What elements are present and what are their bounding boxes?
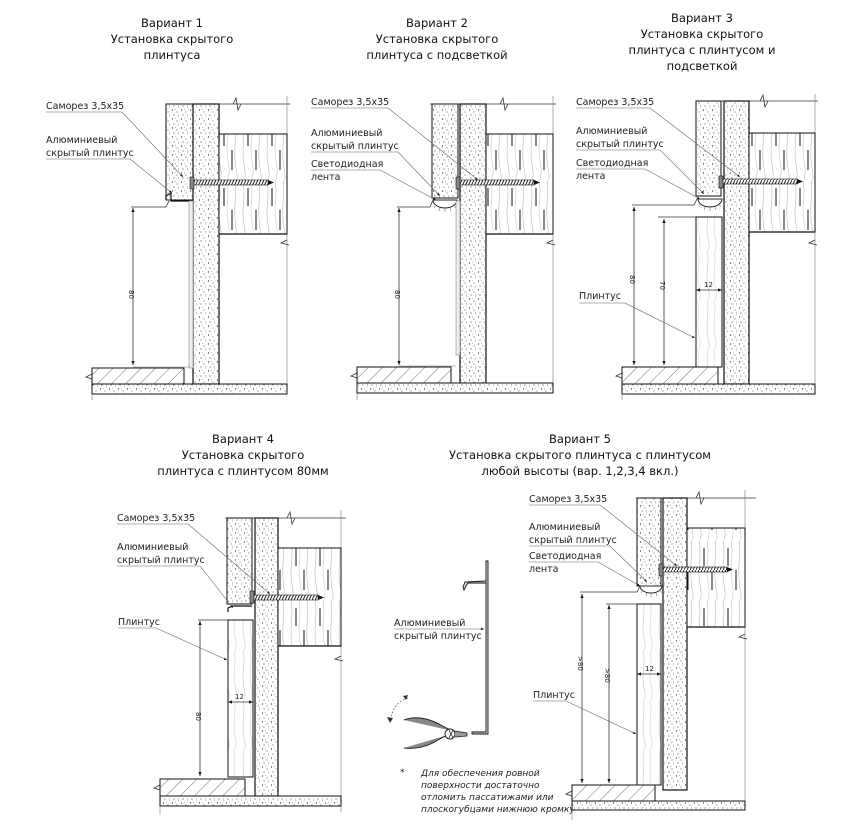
variant-3-label-led-line-2: лента — [576, 171, 605, 182]
variant-5-led-strip — [639, 585, 663, 594]
variant-3-label-led-line-1: Светодиодная — [576, 158, 648, 169]
variant-5-label-screw: Саморез 3,5x35 — [529, 494, 607, 505]
variant-4-skirting-board — [227, 619, 254, 778]
variant-4-label-profile-line-1: Алюминиевый — [117, 542, 188, 553]
variant-2-label-profile-line-1: Алюминиевый — [311, 128, 382, 139]
variant-2-subtitle-line-1: Установка скрытого — [376, 32, 499, 46]
variant-3-label-profile-line-1: Алюминиевый — [576, 126, 647, 137]
variant-4-label-profile-line-2: скрытый плинтус — [117, 555, 205, 566]
variant-3-title: Вариант 3 — [671, 11, 733, 25]
detail-note-line-1: Для обеспечения ровной — [420, 769, 540, 779]
profile-detail: Алюминиевый скрытый плинтус * Для обеспе… — [387, 560, 575, 815]
variant-5-label-led-line-1: Светодиодная — [529, 551, 601, 562]
variant-1-label-profile-line-1: Алюминиевый — [46, 135, 117, 146]
variant-4-title: Вариант 4 — [212, 432, 274, 446]
variant-1-section: 80 Саморез 3,5x35 Алюминиевый скрытый пл… — [46, 96, 290, 400]
variant-5-title: Вариант 5 — [549, 432, 611, 446]
variant-2-dim-height: 80 — [393, 290, 401, 299]
variant-5-section: >80 >80 12 Саморез 3,5x35 Алюминиевый ск… — [529, 490, 756, 820]
variant-2-label-led-line-2: лента — [311, 172, 340, 183]
variant-2-subtitle-line-2: плинтуса с подсветкой — [366, 48, 507, 62]
variant-3-subtitle-line-1: Установка скрытого — [641, 27, 764, 41]
variant-3-subtitle-line-2: плинтуса с плинтусом и — [629, 43, 776, 57]
variant-5-label-profile-line-1: Алюминиевый — [529, 522, 600, 533]
variant-5-dim-outer: >80 — [576, 656, 584, 671]
detail-profile-label-line-2: скрытый плинтус — [394, 631, 482, 642]
detail-note-bullet: * — [400, 768, 405, 778]
variant-5-label-led-line-2: лента — [529, 564, 558, 575]
variant-4: Вариант 4 Установка скрытого плинтуса с … — [117, 432, 346, 815]
variant-3-led-strip — [697, 198, 723, 208]
variant-1-dim-height: 80 — [127, 290, 135, 299]
variant-1-subtitle-line-1: Установка скрытого — [111, 32, 234, 46]
variant-4-dim-thickness: 12 — [235, 693, 244, 701]
variant-5-label-skirting: Плинтус — [533, 690, 575, 701]
variant-4-label-skirting: Плинтус — [118, 617, 160, 628]
detail-note-line-3: отломить пассатижами или — [421, 793, 554, 803]
detail-note-line-4: плоскогубцами нижнюю кромку — [421, 805, 575, 815]
detail-profile-label-line-1: Алюминиевый — [394, 618, 465, 629]
variant-1-label-screw: Саморез 3,5x35 — [46, 101, 124, 112]
variant-2-label-profile-line-2: скрытый плинтус — [311, 141, 399, 152]
variant-4-label-screw: Саморез 3,5x35 — [117, 513, 195, 524]
variant-3-label-profile-line-2: скрытый плинтус — [576, 139, 664, 150]
variant-3-skirting-board — [695, 216, 723, 368]
profile-cross-section — [471, 560, 489, 735]
variant-2-section: 80 Саморез 3,5x35 Алюминиевый скрытый пл… — [311, 96, 556, 400]
variant-3-section: 80 70 12 Саморез 3,5x35 Алюминиевый скры… — [576, 93, 818, 400]
pliers-icon — [387, 695, 468, 749]
variant-5-label-profile-line-2: скрытый плинтус — [529, 535, 617, 546]
variant-5: Вариант 5 Установка скрытого плинтуса с … — [449, 432, 756, 820]
variant-2-led-strip — [432, 199, 458, 209]
variant-2-title: Вариант 2 — [406, 16, 468, 30]
variant-1-label-profile-line-2: скрытый плинтус — [46, 148, 134, 159]
variant-2-label-screw: Саморез 3,5x35 — [311, 97, 389, 108]
variant-2: Вариант 2 Установка скрытого плинтуса с … — [311, 16, 556, 400]
variant-4-section: 80 12 Саморез 3,5x35 Алюминиевый скрытый… — [117, 510, 346, 815]
variant-1: Вариант 1 Установка скрытого плинтуса — [46, 16, 290, 400]
variant-5-subtitle-line-2: любой высоты (вар. 1,2,3,4 вкл.) — [482, 464, 679, 478]
variant-3-label-skirting: Плинтус — [579, 291, 621, 302]
variant-4-subtitle-line-1: Установка скрытого — [182, 448, 305, 462]
variant-3-subtitle-line-3: подсветкой — [667, 59, 738, 73]
variant-5-skirting-board — [636, 603, 662, 786]
variant-3-dim-height: 80 — [628, 275, 636, 284]
variant-5-subtitle-line-1: Установка скрытого плинтуса с плинтусом — [449, 448, 711, 462]
variant-3-label-screw: Саморез 3,5x35 — [576, 97, 654, 108]
variant-3-dim-thickness: 12 — [704, 281, 713, 289]
variant-2-label-led-line-1: Светодиодная — [311, 159, 383, 170]
variant-1-subtitle-line-2: плинтуса — [144, 48, 201, 62]
variant-4-dim-height: 80 — [194, 712, 202, 721]
variant-4-subtitle-line-2: плинтуса с плинтусом 80мм — [157, 464, 328, 478]
detail-note-line-2: поверхности достаточно — [421, 781, 540, 791]
variant-5-dim-inner: >80 — [603, 668, 611, 683]
variant-1-title: Вариант 1 — [141, 16, 203, 30]
variant-3-dim-inner: 70 — [658, 281, 666, 290]
variant-3: Вариант 3 Установка скрытого плинтуса с … — [576, 11, 818, 400]
variant-5-dim-thickness: 12 — [645, 665, 654, 673]
